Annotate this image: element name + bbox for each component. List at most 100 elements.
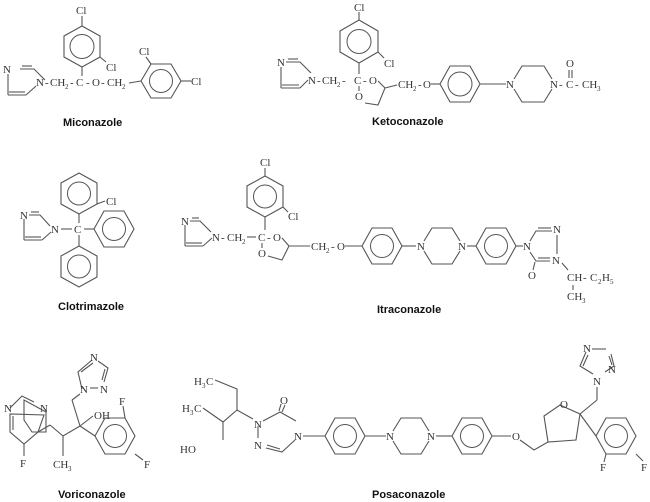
triazole-ring [77,359,109,390]
atom-o: O [337,241,345,253]
atom-c: C [566,79,573,91]
atom-n: N [308,75,316,87]
atom-n: N [277,57,285,69]
piperazine-ring [423,227,461,265]
benzene-ring [595,417,644,463]
atom-o: O [566,58,574,70]
atom-c: C [258,232,265,244]
compound-name-miconazole: Miconazole [63,117,122,129]
structure-posaconazole: H 3 C H 3 C HO O N N N N [180,343,647,501]
atom-n: N [593,376,601,388]
subscript-3: 3 [68,465,72,473]
subscript-2: 2 [122,83,126,91]
atom-n: N [458,241,466,253]
subscript-2: 2 [326,247,330,255]
compound-name-voriconazole: Voriconazole [58,489,126,501]
atom-cl: Cl [288,211,298,223]
atom-cl: Cl [139,46,149,58]
atom-ch3: CH [567,291,582,303]
atom-o: O [355,91,363,103]
atom-o: O [528,270,536,282]
atom-h3c: H [194,376,202,388]
atom-c: C [74,224,81,236]
imidazole-ring [23,211,52,241]
structure-itraconazole: N N - CH 2 C - O O Cl Cl CH 2 - O N [181,157,614,316]
atom-ch2: CH [227,232,242,244]
atom-f: F [20,458,26,470]
atom-ch3: CH [582,79,597,91]
atom-n: N [523,241,531,253]
triazolone-ring [257,403,297,453]
bond-dash: - [317,75,321,87]
atom-n: N [417,241,425,253]
subscript-5: 5 [610,278,614,286]
atom-ch2: CH [50,77,65,89]
atom-n: N [80,384,88,396]
atom-n: N [583,343,591,355]
atom-n: N [100,384,108,396]
bond-dash: - [267,232,271,244]
subscript-3: 3 [597,85,601,93]
atom-o: O [92,77,100,89]
atom-cl: Cl [106,196,116,208]
benzene-ring [94,405,144,461]
atom-c: C [76,77,83,89]
atom-ch2: CH [311,241,326,253]
benzene-ring [475,227,523,265]
atom-ch2: CH [398,79,413,91]
atom-f: F [641,462,647,474]
atom-n: N [254,419,262,431]
bond-dash: - [86,77,90,89]
bond-dash: - [363,75,367,87]
bond-dash: - [418,79,422,91]
atom-cl: Cl [260,157,270,169]
benzene-ring [128,56,191,99]
atom-o: O [423,79,431,91]
subscript-3: 3 [582,297,586,305]
structure-clotrimazole: N N C Cl Clotrimazole [20,172,135,313]
atom-n: N [3,64,11,76]
benzene-ring [361,227,416,265]
subscript-3: 3 [190,409,194,417]
atom-h: H [602,272,610,284]
bond-dash: - [575,79,579,91]
subscript-3: 3 [202,382,206,390]
atom-n: N [608,364,616,376]
triazole-ring [579,348,615,375]
imidazole-ring [184,217,213,247]
atom-cl: Cl [354,2,364,14]
atom-o: O [273,232,281,244]
atom-cl: Cl [76,5,86,17]
bond-dash: - [70,77,74,89]
bond-dash: - [342,75,346,87]
atom-oh: OH [94,410,110,422]
benzene-ring [60,172,106,223]
bond-dash: - [101,77,105,89]
atom-f: F [119,396,125,408]
structure-ketoconazole: N N - CH 2 - C - O O Cl Cl CH 2 - O N [277,2,601,128]
tetrahydrofuran-ring [543,404,581,443]
benzene-ring [63,16,107,76]
compound-name-ketoconazole: Ketoconazole [372,116,444,128]
compound-name-clotrimazole: Clotrimazole [58,301,124,313]
atom-o: O [369,75,377,87]
benzene-ring [60,245,98,288]
atom-n: N [552,255,560,267]
piperazine-ring [392,417,430,455]
structure-miconazole: N N - CH 2 - C - O - CH 2 Cl Cl Cl Cl [3,5,201,129]
compound-name-itraconazole: Itraconazole [377,304,441,316]
bond-dash: - [331,241,335,253]
atom-n: N [36,77,44,89]
atom-o: O [560,399,568,411]
atom-cl: Cl [191,76,201,88]
atom-h3c: H [182,403,190,415]
atom-n: N [294,431,302,443]
atom-o: O [280,395,288,407]
subscript-2: 2 [65,83,69,91]
bond-dash: - [45,77,49,89]
atom-c: C [194,403,201,415]
bond-dash: - [221,232,225,244]
piperazine-ring [513,65,553,103]
benzene-ring [439,65,506,103]
